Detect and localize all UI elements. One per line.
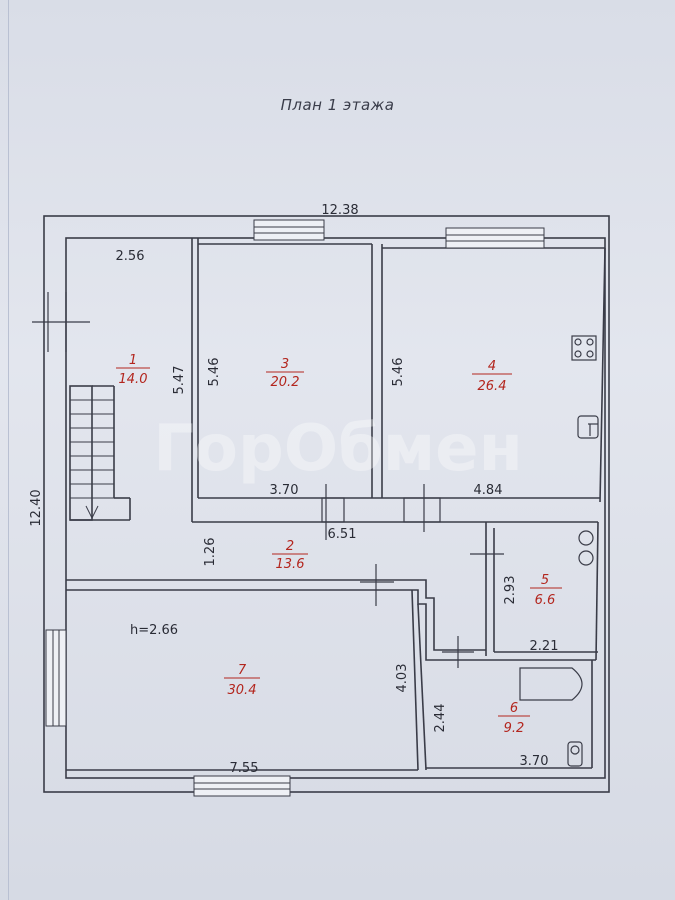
room-4-number: 4 xyxy=(488,359,496,374)
room-3-area: 20.2 xyxy=(271,375,300,390)
room-6-area: 9.2 xyxy=(504,721,525,736)
room-3-number: 3 xyxy=(281,357,289,372)
dim-room1-width: 2.56 xyxy=(116,249,145,264)
room-1-number: 1 xyxy=(129,353,137,368)
dim-room6-width: 3.70 xyxy=(520,754,549,769)
windows xyxy=(45,219,545,797)
dim-hall-height: 1.26 xyxy=(203,538,218,567)
dim-room7-height: 4.03 xyxy=(395,664,410,693)
room-6-number: 6 xyxy=(510,701,518,716)
room-7-area: 30.4 xyxy=(228,683,257,698)
washbasin-icon xyxy=(578,530,594,546)
outer-wall-inner xyxy=(65,237,606,779)
fixtures xyxy=(519,335,599,767)
dim-overall-width: 12.38 xyxy=(321,203,358,218)
ceiling-height: h=2.66 xyxy=(130,623,178,638)
window-top-left xyxy=(253,219,325,241)
toilet-icon xyxy=(567,741,583,767)
dim-room7-width: 7.55 xyxy=(230,761,259,776)
dim-overall-height: 12.40 xyxy=(29,489,44,526)
room-5-number: 5 xyxy=(541,573,549,588)
window-left xyxy=(45,629,67,727)
dim-room5-height: 2.93 xyxy=(503,576,518,605)
outer-wall-outer xyxy=(43,215,610,793)
plan-title: План 1 этажа xyxy=(280,96,395,114)
room-1-area: 14.0 xyxy=(119,372,148,387)
dim-room4-height: 5.46 xyxy=(391,358,406,387)
stove-icon xyxy=(571,335,597,361)
bathtub-icon xyxy=(519,667,583,701)
room-2-number: 2 xyxy=(286,539,294,554)
room-labels: 1 14.0 2 13.6 3 20.2 4 26.4 5 6.6 6 9.2 … xyxy=(116,353,562,736)
room-4-area: 26.4 xyxy=(478,379,507,394)
room-5-area: 6.6 xyxy=(535,593,556,608)
door-marks xyxy=(32,292,504,668)
dim-room1-height: 5.47 xyxy=(172,366,187,395)
dim-room6-height: 2.44 xyxy=(433,704,448,733)
window-bottom xyxy=(193,775,291,797)
dim-hall-width: 6.51 xyxy=(328,527,357,542)
room-7-number: 7 xyxy=(238,663,247,678)
dim-room3-width: 3.70 xyxy=(270,483,299,498)
paper-edge xyxy=(8,0,9,900)
sink-icon xyxy=(577,415,599,439)
dim-room5-width: 2.21 xyxy=(530,639,559,654)
room-2-area: 13.6 xyxy=(276,557,305,572)
window-top-right xyxy=(445,227,545,249)
dim-room4-width: 4.84 xyxy=(474,483,503,498)
dim-room3-height: 5.46 xyxy=(207,358,222,387)
stair-treads xyxy=(70,399,114,520)
watermark: ГорОбмен xyxy=(153,412,523,486)
